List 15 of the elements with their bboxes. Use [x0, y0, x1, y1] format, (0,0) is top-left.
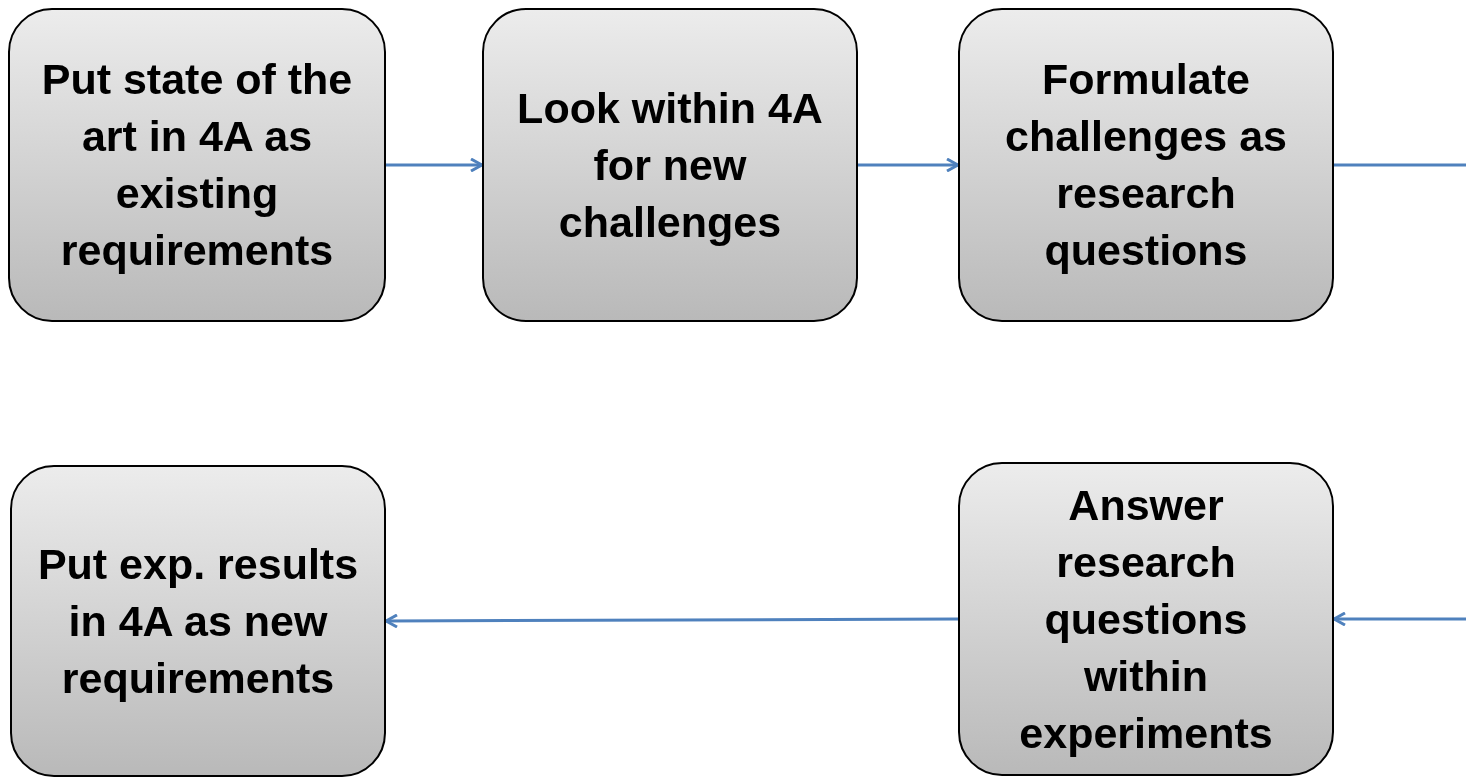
arrow [386, 157, 484, 173]
step-text: Put state of the art in 4A as existing requirements [40, 54, 354, 276]
process-box [482, 8, 858, 322]
step-text: Answer research questions within experiments [1018, 479, 1274, 759]
connector-line [1334, 163, 1466, 167]
step-text: Look within 4A for new challenges [516, 82, 824, 248]
step-text: Put exp. results in 4A as new requirements [36, 538, 360, 704]
step-text: Formulate challenges as research questions [1003, 54, 1288, 276]
arrow [1332, 611, 1466, 627]
process-box [10, 465, 386, 777]
process-box [958, 8, 1334, 322]
process-box [958, 462, 1334, 776]
arrow [858, 157, 960, 173]
arrow [384, 613, 958, 629]
process-box [8, 8, 386, 322]
